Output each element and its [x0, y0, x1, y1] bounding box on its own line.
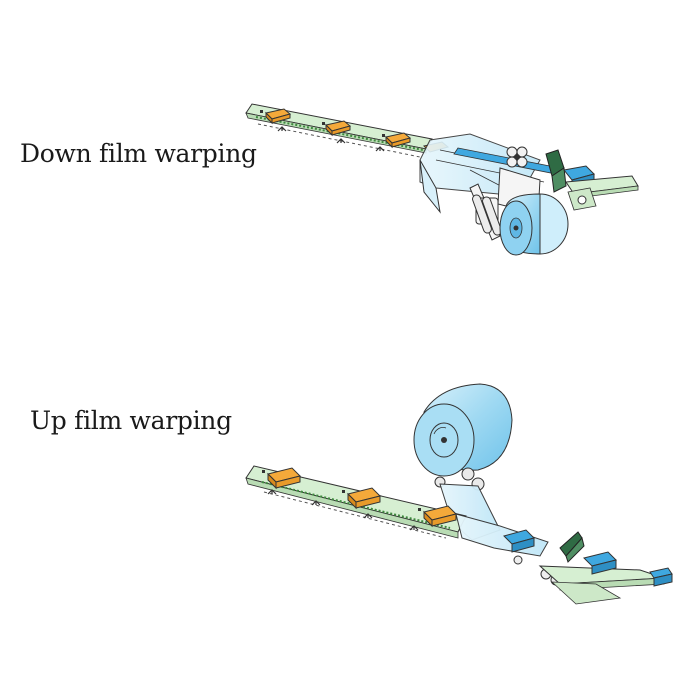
up-forming-tunnel — [456, 514, 548, 556]
down-film-roll — [500, 194, 568, 255]
up-film-machine — [246, 384, 672, 604]
down-outfeed-wheel — [578, 196, 586, 204]
up-film-roll — [414, 384, 512, 476]
down-seal-rollers — [507, 147, 527, 167]
up-products — [268, 468, 456, 526]
up-cross-sealer — [560, 532, 584, 562]
down-film-machine — [246, 104, 638, 255]
